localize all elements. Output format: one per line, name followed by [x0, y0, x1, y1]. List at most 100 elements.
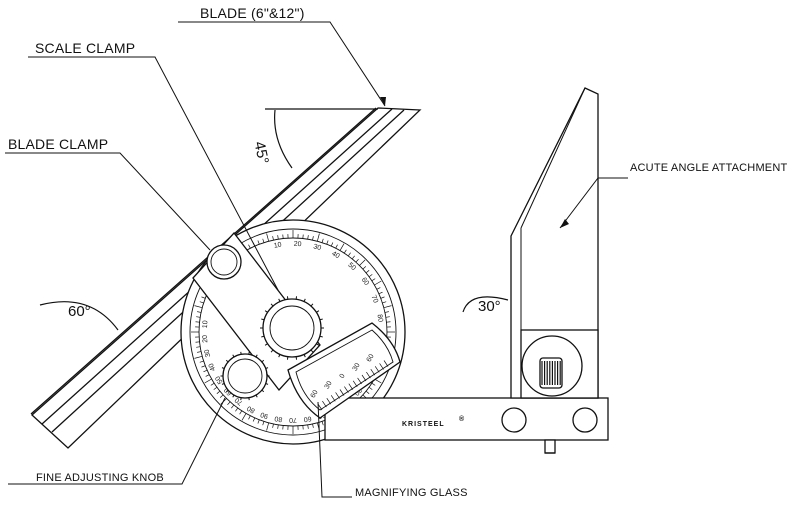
vernier-tick [335, 392, 340, 399]
dial-tick [248, 244, 251, 249]
dial-tick [194, 355, 203, 359]
vernier-tick [366, 371, 371, 379]
dial-tick [241, 413, 247, 421]
dial-tick [201, 296, 206, 299]
dial-tick [368, 274, 373, 278]
scale-clamp-label: SCALE CLAMP [35, 40, 136, 56]
dial-tick [266, 233, 270, 242]
dial-tick [205, 374, 210, 377]
dial-tick [385, 316, 390, 318]
dial-number-upper: 20 [294, 241, 302, 248]
dial-number-upper: 80 [376, 314, 384, 323]
vernier-tick [361, 374, 367, 382]
dial-tick [362, 394, 367, 398]
scale-knob-tooth [303, 298, 306, 302]
scale-knob-tooth [278, 354, 281, 358]
dial-tick [312, 236, 314, 241]
scale-knob-tooth [310, 303, 314, 307]
fine-knob-tooth [225, 389, 229, 393]
dial-tick [231, 404, 235, 409]
fine-knob-tooth [221, 383, 225, 385]
dial-number-upper: 70 [370, 294, 379, 304]
dial-tick [277, 235, 279, 240]
dial-tick [359, 259, 366, 266]
dial-tick [197, 311, 202, 313]
dial-tick [362, 266, 367, 270]
dial-tick [257, 419, 260, 424]
dial-tick [335, 244, 338, 249]
vernier-number: 60 [366, 353, 376, 363]
scale-clamp-knob[interactable] [262, 298, 322, 358]
vernier-number: 0 [339, 373, 347, 380]
dial-tick [252, 417, 256, 422]
angle-arcs [39, 108, 509, 331]
vernier-tick [379, 363, 384, 370]
fine-knob-tooth [265, 383, 269, 385]
fine-knob-tooth [265, 367, 269, 369]
dial-tick [272, 423, 274, 428]
vernier-tick [344, 386, 349, 393]
dial-number-lower: 90 [260, 410, 270, 419]
fine-knob-tooth [221, 367, 225, 369]
dial-number-lower: 50 [214, 374, 224, 384]
dial-tick [201, 365, 206, 368]
dial-tick [383, 305, 392, 309]
dial-number-upper: 60 [360, 277, 370, 287]
dial-tick [235, 407, 239, 412]
vernier-tick [317, 403, 323, 411]
vernier-tick [370, 369, 376, 376]
dial-tick [368, 386, 373, 390]
dial-tick [197, 351, 202, 353]
dial-tick [196, 316, 201, 318]
dial-tick [321, 421, 324, 426]
dial-tick [196, 346, 201, 348]
acute-angle-attachment [510, 87, 599, 399]
scale-knob-tooth [319, 335, 323, 338]
blade-clamp-knob[interactable] [206, 244, 242, 280]
scale-knob-tooth [310, 349, 314, 353]
scale-knob-tooth [316, 343, 320, 346]
dial-number-lower: 60 [303, 414, 312, 422]
fine-knob-knurl [220, 351, 270, 401]
scale-knob-tooth [270, 303, 274, 307]
dial-number-lower: 70 [289, 416, 297, 423]
dial-tick [351, 255, 355, 260]
dial-tick [307, 235, 309, 240]
blade-clamp-label: BLADE CLAMP [8, 136, 109, 152]
dial-tick [216, 390, 221, 394]
vernier-tick [339, 389, 345, 396]
dial-tick [194, 305, 203, 309]
vernier-number: 30 [324, 380, 334, 390]
dial-tick [380, 296, 385, 299]
vernier-tick [322, 400, 327, 408]
scale-knob-tooth [316, 310, 320, 313]
vernier-number: 60 [310, 389, 320, 399]
vernier-number: 30 [352, 362, 362, 372]
dial-number-upper: 40 [330, 250, 340, 260]
dial-tick [210, 382, 215, 386]
fine-adjusting-knob-label: FINE ADJUSTING KNOB [36, 472, 164, 484]
dial-tick [199, 301, 204, 304]
dial-tick [365, 390, 370, 394]
dial-number-upper: 50 [346, 262, 357, 272]
dial-tick [330, 242, 334, 247]
dial-tick [365, 270, 370, 274]
angle-45-label: 45° [250, 140, 271, 166]
magnifying-glass-label: MAGNIFYING GLASS [355, 487, 468, 499]
scale-knob-tooth [303, 354, 306, 358]
fine-adjusting-knob[interactable] [222, 353, 268, 399]
vernier-scale: 60 30 0 30 60 [310, 353, 389, 411]
dial-tick [326, 240, 329, 245]
dial-tick [339, 243, 345, 251]
dial-tick [227, 401, 231, 406]
dial-tick [384, 311, 389, 313]
leader-arrows [380, 97, 569, 228]
vernier-tick [383, 360, 389, 367]
dial-tick [321, 238, 324, 243]
scale-knob-tooth [261, 335, 265, 338]
dial-tick [248, 415, 251, 420]
dial-tick [307, 424, 309, 429]
fine-knob-tooth [261, 359, 265, 363]
scale-knob-tooth [319, 318, 323, 321]
